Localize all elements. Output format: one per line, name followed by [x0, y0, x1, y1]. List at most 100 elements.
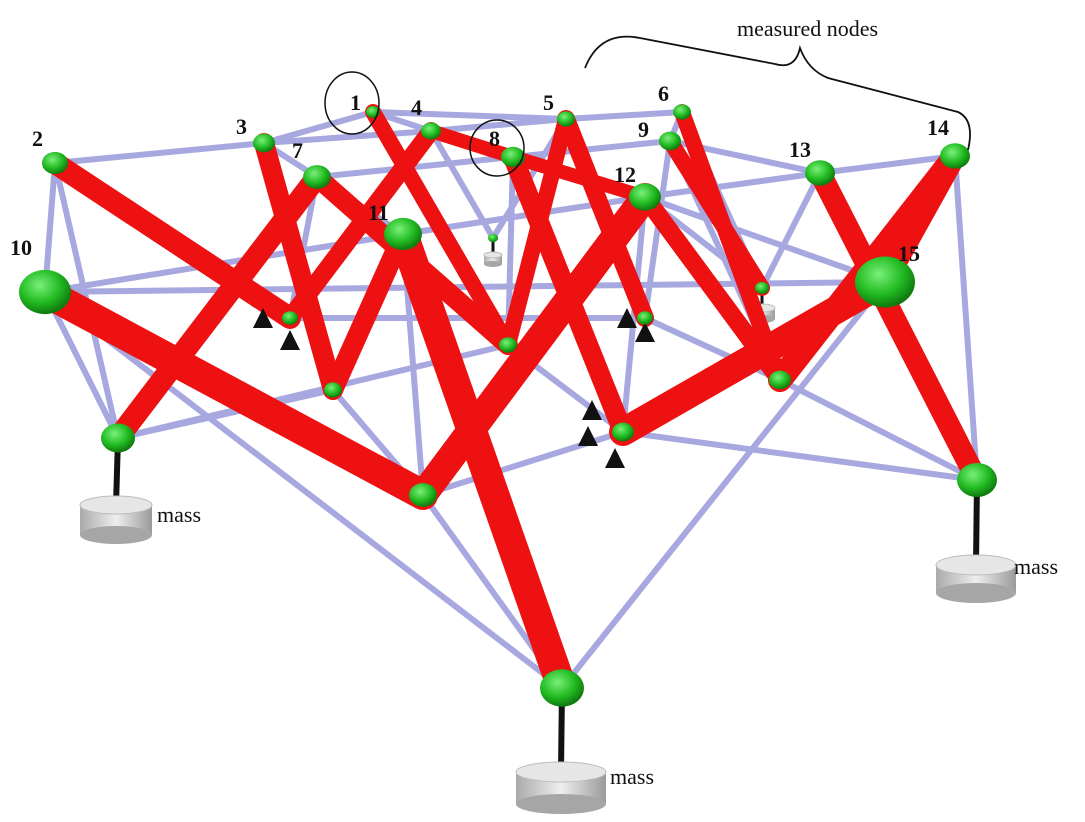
node-label-1: 1: [350, 90, 361, 115]
mass-cylinder-1: [79, 495, 153, 544]
mass-cylinder-top: [79, 495, 153, 515]
node-i8: [488, 233, 498, 243]
strut-13: [409, 183, 659, 509]
node-b1: [101, 423, 135, 453]
node-n7: [303, 165, 331, 189]
strut-4: [254, 133, 343, 400]
cable-9: [817, 153, 958, 176]
strut-20: [424, 124, 520, 164]
node-n15: [855, 256, 915, 308]
node-n6: [673, 104, 691, 120]
supports-group: [253, 308, 655, 468]
node-n2: [42, 151, 68, 175]
cable-20: [642, 194, 888, 285]
cable-49: [642, 138, 673, 321]
node-i1: [282, 311, 298, 325]
node-label-4: 4: [411, 95, 422, 120]
cable-51: [620, 429, 980, 483]
node-i5: [769, 370, 791, 390]
node-label-9: 9: [638, 117, 649, 142]
node-label-3: 3: [236, 114, 247, 139]
masses-group: [79, 251, 1017, 814]
strut-2: [30, 277, 438, 510]
node-n10: [19, 269, 71, 315]
node-n8: [501, 146, 525, 168]
cable-17: [261, 109, 376, 146]
node-label-8: 8: [489, 126, 500, 151]
strut-12: [388, 219, 577, 703]
node-i3: [499, 337, 517, 353]
strut-22: [500, 111, 574, 353]
node-label-2: 2: [32, 126, 43, 151]
mass-label-left: mass: [157, 502, 201, 527]
measured-nodes-label: measured nodes: [737, 16, 878, 41]
support-2: [280, 330, 300, 350]
strut-1: [44, 152, 301, 329]
node-i2: [324, 382, 342, 398]
mass-cylinder-2: [935, 554, 1017, 603]
node-n4: [421, 122, 441, 140]
mass-cylinder-base: [484, 261, 502, 267]
strut-11: [662, 133, 770, 296]
mass-cylinder-base: [80, 526, 152, 544]
circle-node-1: [324, 71, 380, 135]
cable-1: [52, 140, 267, 166]
mass-cylinder-base: [516, 794, 606, 814]
support-1: [253, 308, 273, 328]
node-n13: [805, 160, 835, 186]
node-label-15: 15: [898, 241, 920, 266]
support-7: [605, 448, 625, 468]
strut-21: [506, 150, 652, 204]
node-n14: [940, 143, 970, 169]
strut-9: [557, 110, 654, 327]
cable-2: [261, 128, 434, 146]
mass-label-bottom: mass: [610, 764, 654, 789]
cable-25: [42, 289, 565, 691]
struts-group: [30, 104, 988, 703]
node-label-5: 5: [543, 90, 554, 115]
cable-24: [42, 289, 121, 441]
mass-cylinder-side: [484, 255, 502, 264]
cable-33: [777, 377, 980, 483]
cable-26: [559, 279, 888, 691]
cable-11: [510, 138, 673, 160]
cable-40: [428, 128, 496, 241]
node-label-11: 11: [368, 200, 389, 225]
mass-cylinder-base: [936, 583, 1016, 603]
mass-cylinder-3: [515, 761, 607, 814]
node-n3: [253, 133, 275, 153]
cable-8: [642, 170, 823, 200]
node-i7: [755, 282, 769, 294]
cable-38: [759, 170, 823, 291]
support-3: [617, 308, 637, 328]
node-label-10: 10: [10, 235, 32, 260]
mass-cylinder-4: [483, 251, 503, 267]
node-n9: [659, 131, 681, 151]
support-4: [635, 322, 655, 342]
cable-45: [115, 387, 336, 441]
node-b4: [957, 463, 997, 497]
cable-4: [563, 109, 685, 122]
circle-node-8: [469, 119, 525, 177]
mass-label-right: mass: [1014, 554, 1058, 579]
annotations-group: measured nodes 1 2 3 4 5 6 7 8 9 10 11 1…: [10, 16, 1058, 789]
strut-7: [365, 104, 516, 353]
node-label-6: 6: [658, 81, 669, 106]
node-b2: [409, 483, 437, 507]
node-label-14: 14: [927, 115, 949, 140]
cable-32: [952, 153, 980, 483]
node-n12: [629, 183, 661, 211]
node-n11: [384, 217, 422, 251]
mass-cylinder-top: [935, 554, 1017, 576]
node-i4: [612, 422, 634, 442]
strut-19: [636, 188, 789, 389]
mass-cylinder-top: [483, 251, 503, 259]
cable-23: [370, 109, 569, 122]
strut-18: [323, 224, 413, 400]
node-label-12: 12: [614, 162, 636, 187]
mass-cylinder-top: [515, 761, 607, 783]
node-i6: [637, 311, 653, 325]
support-6: [578, 426, 598, 446]
